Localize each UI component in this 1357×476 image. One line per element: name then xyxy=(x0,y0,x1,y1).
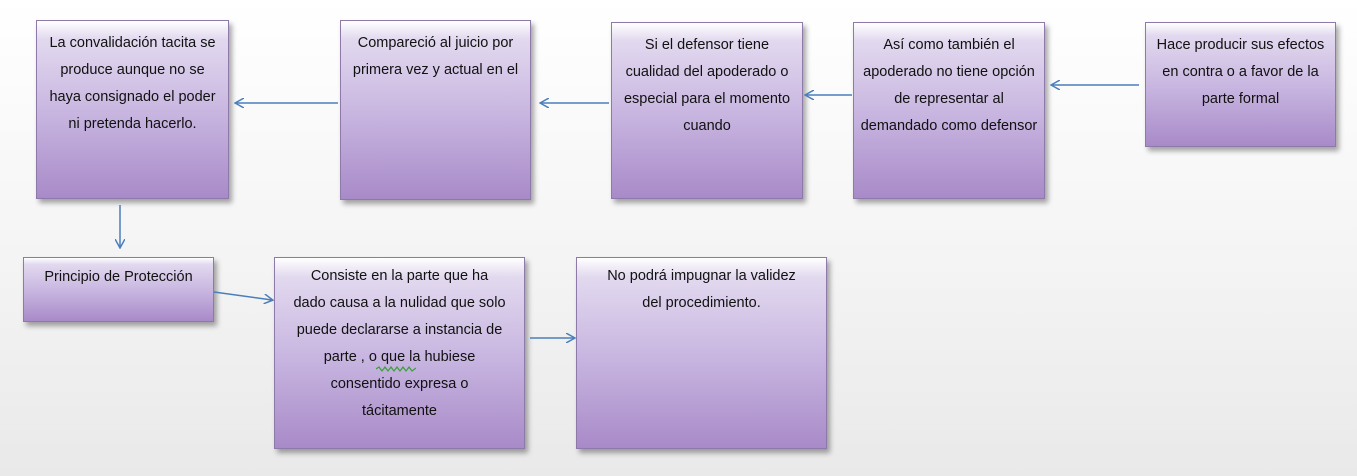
box-principio-text: Principio de Protección xyxy=(44,269,193,285)
box-apoderado-text: Así como también el apoderado no tiene o… xyxy=(860,37,1038,134)
box-convalidacion-text: La convalidación tacita se produce aunqu… xyxy=(49,35,216,132)
spellcheck-squiggle xyxy=(376,366,416,372)
arrow-principio-to-consiste xyxy=(213,291,272,300)
box-defensor-text: Si el defensor tiene cualidad del apoder… xyxy=(623,37,791,134)
box-defensor: Si el defensor tiene cualidad del apoder… xyxy=(611,22,803,199)
box-apoderado: Así como también el apoderado no tiene o… xyxy=(853,22,1045,199)
box-comparecio: Compareció al juicio por primera vez y a… xyxy=(340,20,531,200)
box-efectos: Hace producir sus efectos en contra o a … xyxy=(1145,22,1336,147)
box-consiste-text: Consiste en la parte que ha dado causa a… xyxy=(293,268,506,419)
box-convalidacion: La convalidación tacita se produce aunqu… xyxy=(36,20,229,199)
box-impugnar: No podrá impugnar la validez del procedi… xyxy=(576,257,827,449)
box-efectos-text: Hace producir sus efectos en contra o a … xyxy=(1156,37,1325,107)
box-comparecio-text: Compareció al juicio por primera vez y a… xyxy=(352,35,519,78)
box-impugnar-text: No podrá impugnar la validez del procedi… xyxy=(607,268,796,311)
box-consiste: Consiste en la parte que ha dado causa a… xyxy=(274,257,525,449)
box-principio: Principio de Protección xyxy=(23,257,214,322)
